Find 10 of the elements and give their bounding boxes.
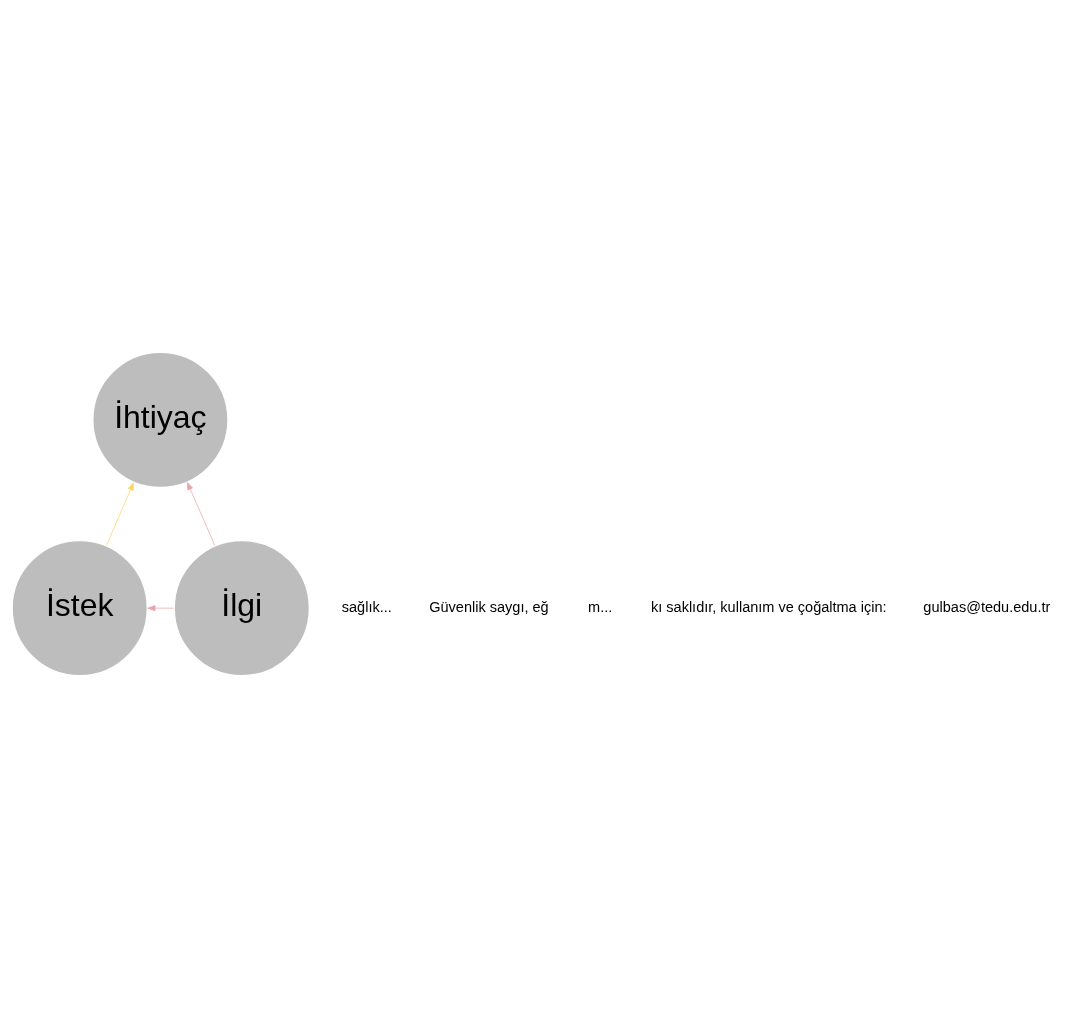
label: m... (588, 598, 613, 615)
arrow (147, 605, 175, 612)
node-circle: İstek (10, 539, 149, 678)
label: Güvenlik saygı, eğ (429, 598, 549, 615)
node-circle: İlgi (172, 539, 311, 678)
label: sağlık... (341, 598, 392, 615)
label: kı saklıdır, kullanım ve çoğaltma için: (650, 598, 887, 615)
arrow (186, 482, 216, 546)
label: gulbas@tedu.edu.tr (923, 598, 1051, 615)
arrow (106, 482, 134, 546)
